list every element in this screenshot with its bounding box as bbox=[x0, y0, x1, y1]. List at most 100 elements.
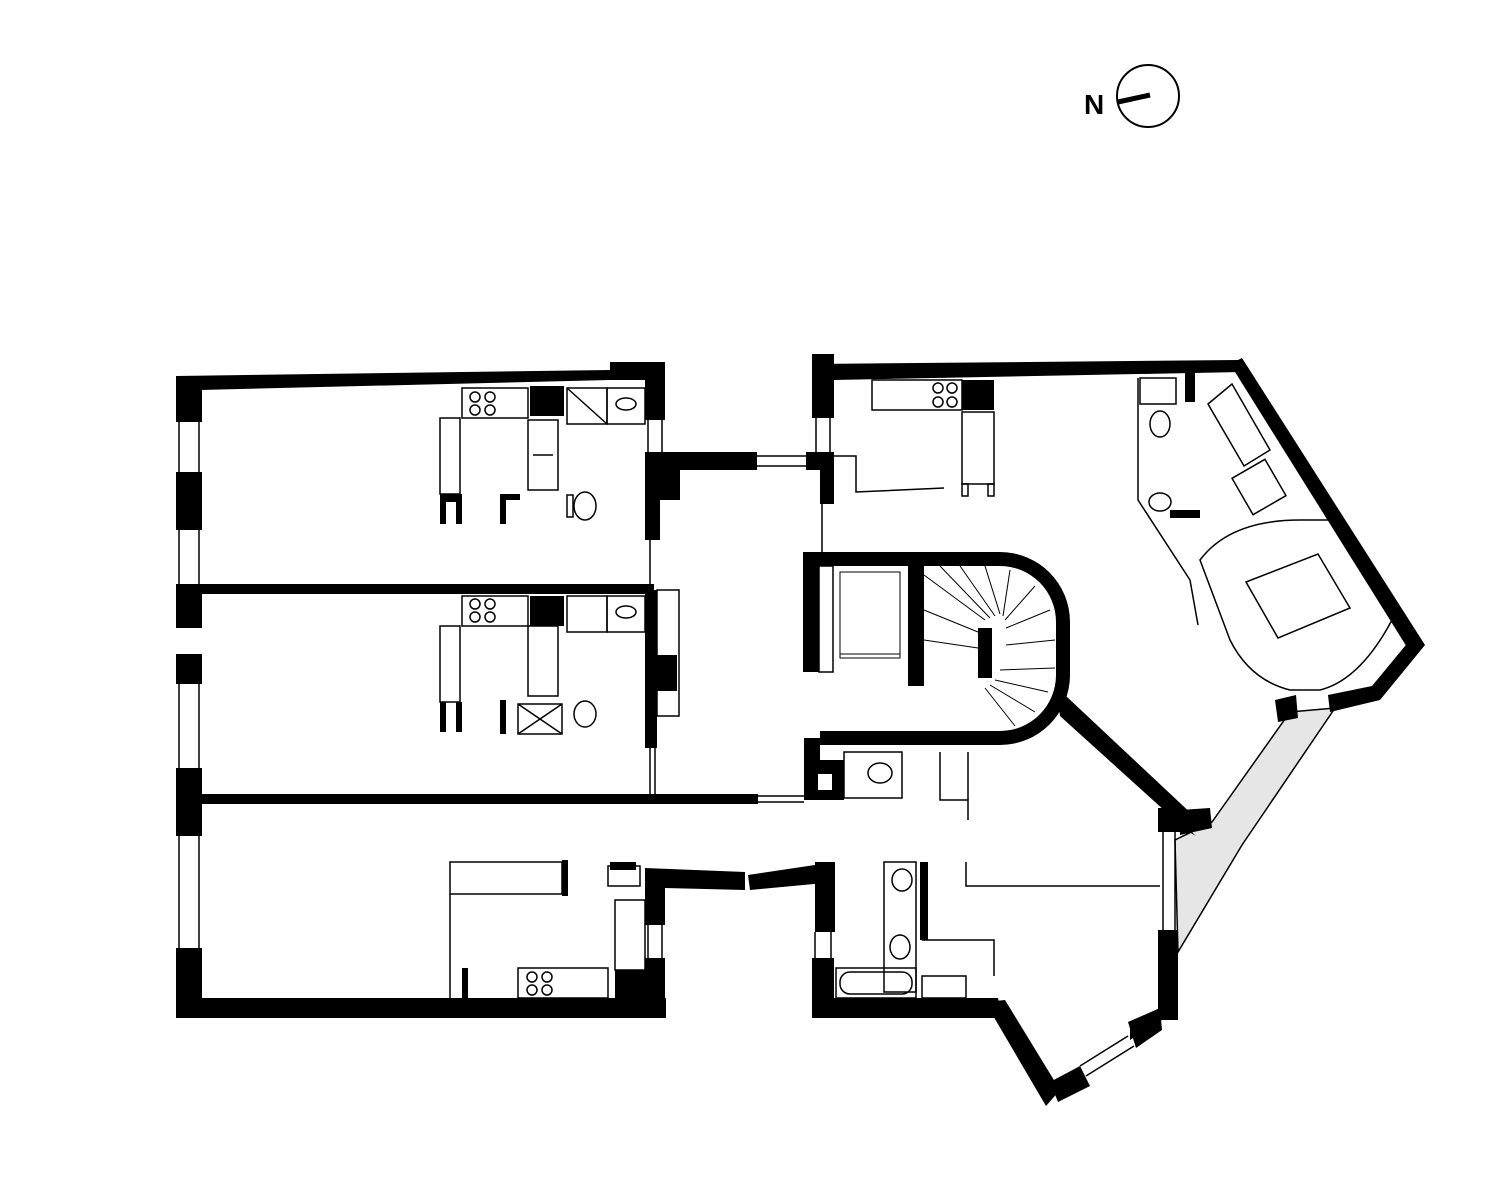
north-arrow-needle bbox=[1117, 92, 1151, 105]
wall-stub bbox=[1170, 510, 1200, 518]
east-wall-diagonal bbox=[1230, 358, 1425, 652]
hob-icon bbox=[541, 984, 553, 996]
corridor-pier-top bbox=[655, 470, 680, 498]
bathtub bbox=[835, 967, 917, 999]
se-bay-wall-2 bbox=[1128, 1008, 1162, 1048]
south-corridor-wall-left bbox=[645, 868, 745, 925]
wall-stub bbox=[962, 380, 994, 410]
hob-icon bbox=[932, 382, 944, 394]
hob-icon bbox=[932, 396, 944, 408]
top-left-wall bbox=[176, 362, 665, 390]
kitchen-counter bbox=[461, 387, 529, 419]
wall-stub bbox=[462, 968, 468, 998]
closet-outline bbox=[921, 975, 967, 999]
kitchen-counter bbox=[449, 861, 563, 895]
bedroom-bay-wall bbox=[1275, 695, 1298, 722]
toilet-icon bbox=[573, 700, 597, 728]
stair-tread bbox=[1005, 609, 1051, 629]
kitchen-unit bbox=[961, 483, 969, 497]
sink-unit bbox=[527, 625, 559, 697]
partition-line bbox=[834, 455, 945, 493]
hob-icon bbox=[469, 404, 481, 416]
wc-block-void bbox=[818, 774, 832, 790]
hob-icon bbox=[946, 382, 958, 394]
right-pier-top bbox=[645, 362, 665, 420]
hob-icon bbox=[541, 971, 553, 983]
wall-stub bbox=[456, 494, 462, 524]
washbasin-bowl bbox=[615, 605, 637, 619]
wardrobe bbox=[1231, 458, 1287, 516]
corridor-niche-1 bbox=[657, 655, 677, 691]
wall-stub bbox=[440, 494, 446, 524]
stair-core-wall bbox=[820, 552, 1070, 745]
stair-tread bbox=[939, 565, 991, 619]
left-pier-2 bbox=[176, 472, 202, 530]
bathtub bbox=[1207, 382, 1272, 468]
partition-line bbox=[1137, 378, 1199, 626]
shower-tray bbox=[1139, 377, 1177, 405]
east-corridor-pier-2 bbox=[820, 452, 834, 504]
north-east-wall bbox=[812, 360, 1242, 380]
stair-tread bbox=[984, 565, 1001, 615]
shower-cross bbox=[566, 387, 608, 425]
washbasin bbox=[606, 387, 646, 425]
wall-stub bbox=[500, 494, 520, 500]
wall-stub bbox=[610, 862, 636, 870]
shower-cross bbox=[517, 703, 563, 735]
se-bay-wall-3 bbox=[1050, 1066, 1090, 1102]
washbasin-bowl bbox=[1148, 492, 1172, 512]
partition-line bbox=[922, 939, 995, 976]
south-pier bbox=[815, 862, 835, 932]
north-label: N bbox=[1084, 89, 1104, 120]
lift-walls bbox=[818, 565, 834, 673]
partition-wall-1 bbox=[202, 584, 654, 594]
south-corridor-wall-right bbox=[748, 862, 835, 890]
lift-shaft bbox=[839, 571, 901, 659]
left-pier-5 bbox=[176, 768, 202, 836]
partition-line bbox=[939, 752, 969, 820]
se-bay-wall-4 bbox=[985, 1000, 1060, 1106]
hob-icon bbox=[946, 396, 958, 408]
wall-stub bbox=[530, 596, 564, 626]
bottom-left-wall bbox=[176, 998, 666, 1018]
north-arrow-icon bbox=[1116, 64, 1180, 128]
kitchen-unit bbox=[439, 625, 461, 703]
hob-icon bbox=[469, 598, 481, 610]
kitchen-unit bbox=[987, 483, 995, 497]
wall-stub bbox=[500, 494, 506, 524]
walls bbox=[176, 354, 1425, 1106]
bathroom-outline bbox=[883, 861, 917, 993]
right-pier-bottom bbox=[645, 958, 665, 1018]
hob-icon bbox=[484, 598, 496, 610]
bay-corner-pier bbox=[1158, 808, 1180, 832]
shower-tray bbox=[566, 595, 608, 633]
stair-tread bbox=[989, 684, 1036, 713]
bed-icon bbox=[1244, 553, 1352, 639]
washbasin-bowl bbox=[891, 868, 913, 892]
stair-tread bbox=[923, 639, 979, 649]
corridor-left-wall bbox=[645, 590, 657, 748]
left-top-pier bbox=[176, 376, 202, 422]
hob-icon bbox=[469, 391, 481, 403]
window-line bbox=[1079, 1035, 1129, 1067]
toilet-icon bbox=[573, 491, 597, 521]
wall-stub bbox=[456, 702, 462, 732]
toilet-icon bbox=[1149, 410, 1171, 438]
stair-tread bbox=[923, 609, 979, 633]
bed-area bbox=[1199, 519, 1393, 691]
partition-wall-2 bbox=[202, 794, 758, 804]
wc-room bbox=[843, 751, 903, 799]
staircase bbox=[839, 565, 1056, 727]
toilet-cistern bbox=[566, 494, 574, 518]
bathtub-inner bbox=[839, 971, 913, 995]
hob-icon bbox=[526, 971, 538, 983]
left-pier-4 bbox=[176, 654, 202, 684]
stair-tread bbox=[1004, 585, 1036, 621]
kitchen-unit bbox=[439, 417, 461, 495]
hob-icon bbox=[469, 611, 481, 623]
thin-lines bbox=[178, 377, 1393, 1077]
left-pier-3 bbox=[176, 584, 202, 628]
small-wall-fills bbox=[440, 372, 1200, 1000]
stair-newel-wall bbox=[978, 628, 992, 678]
